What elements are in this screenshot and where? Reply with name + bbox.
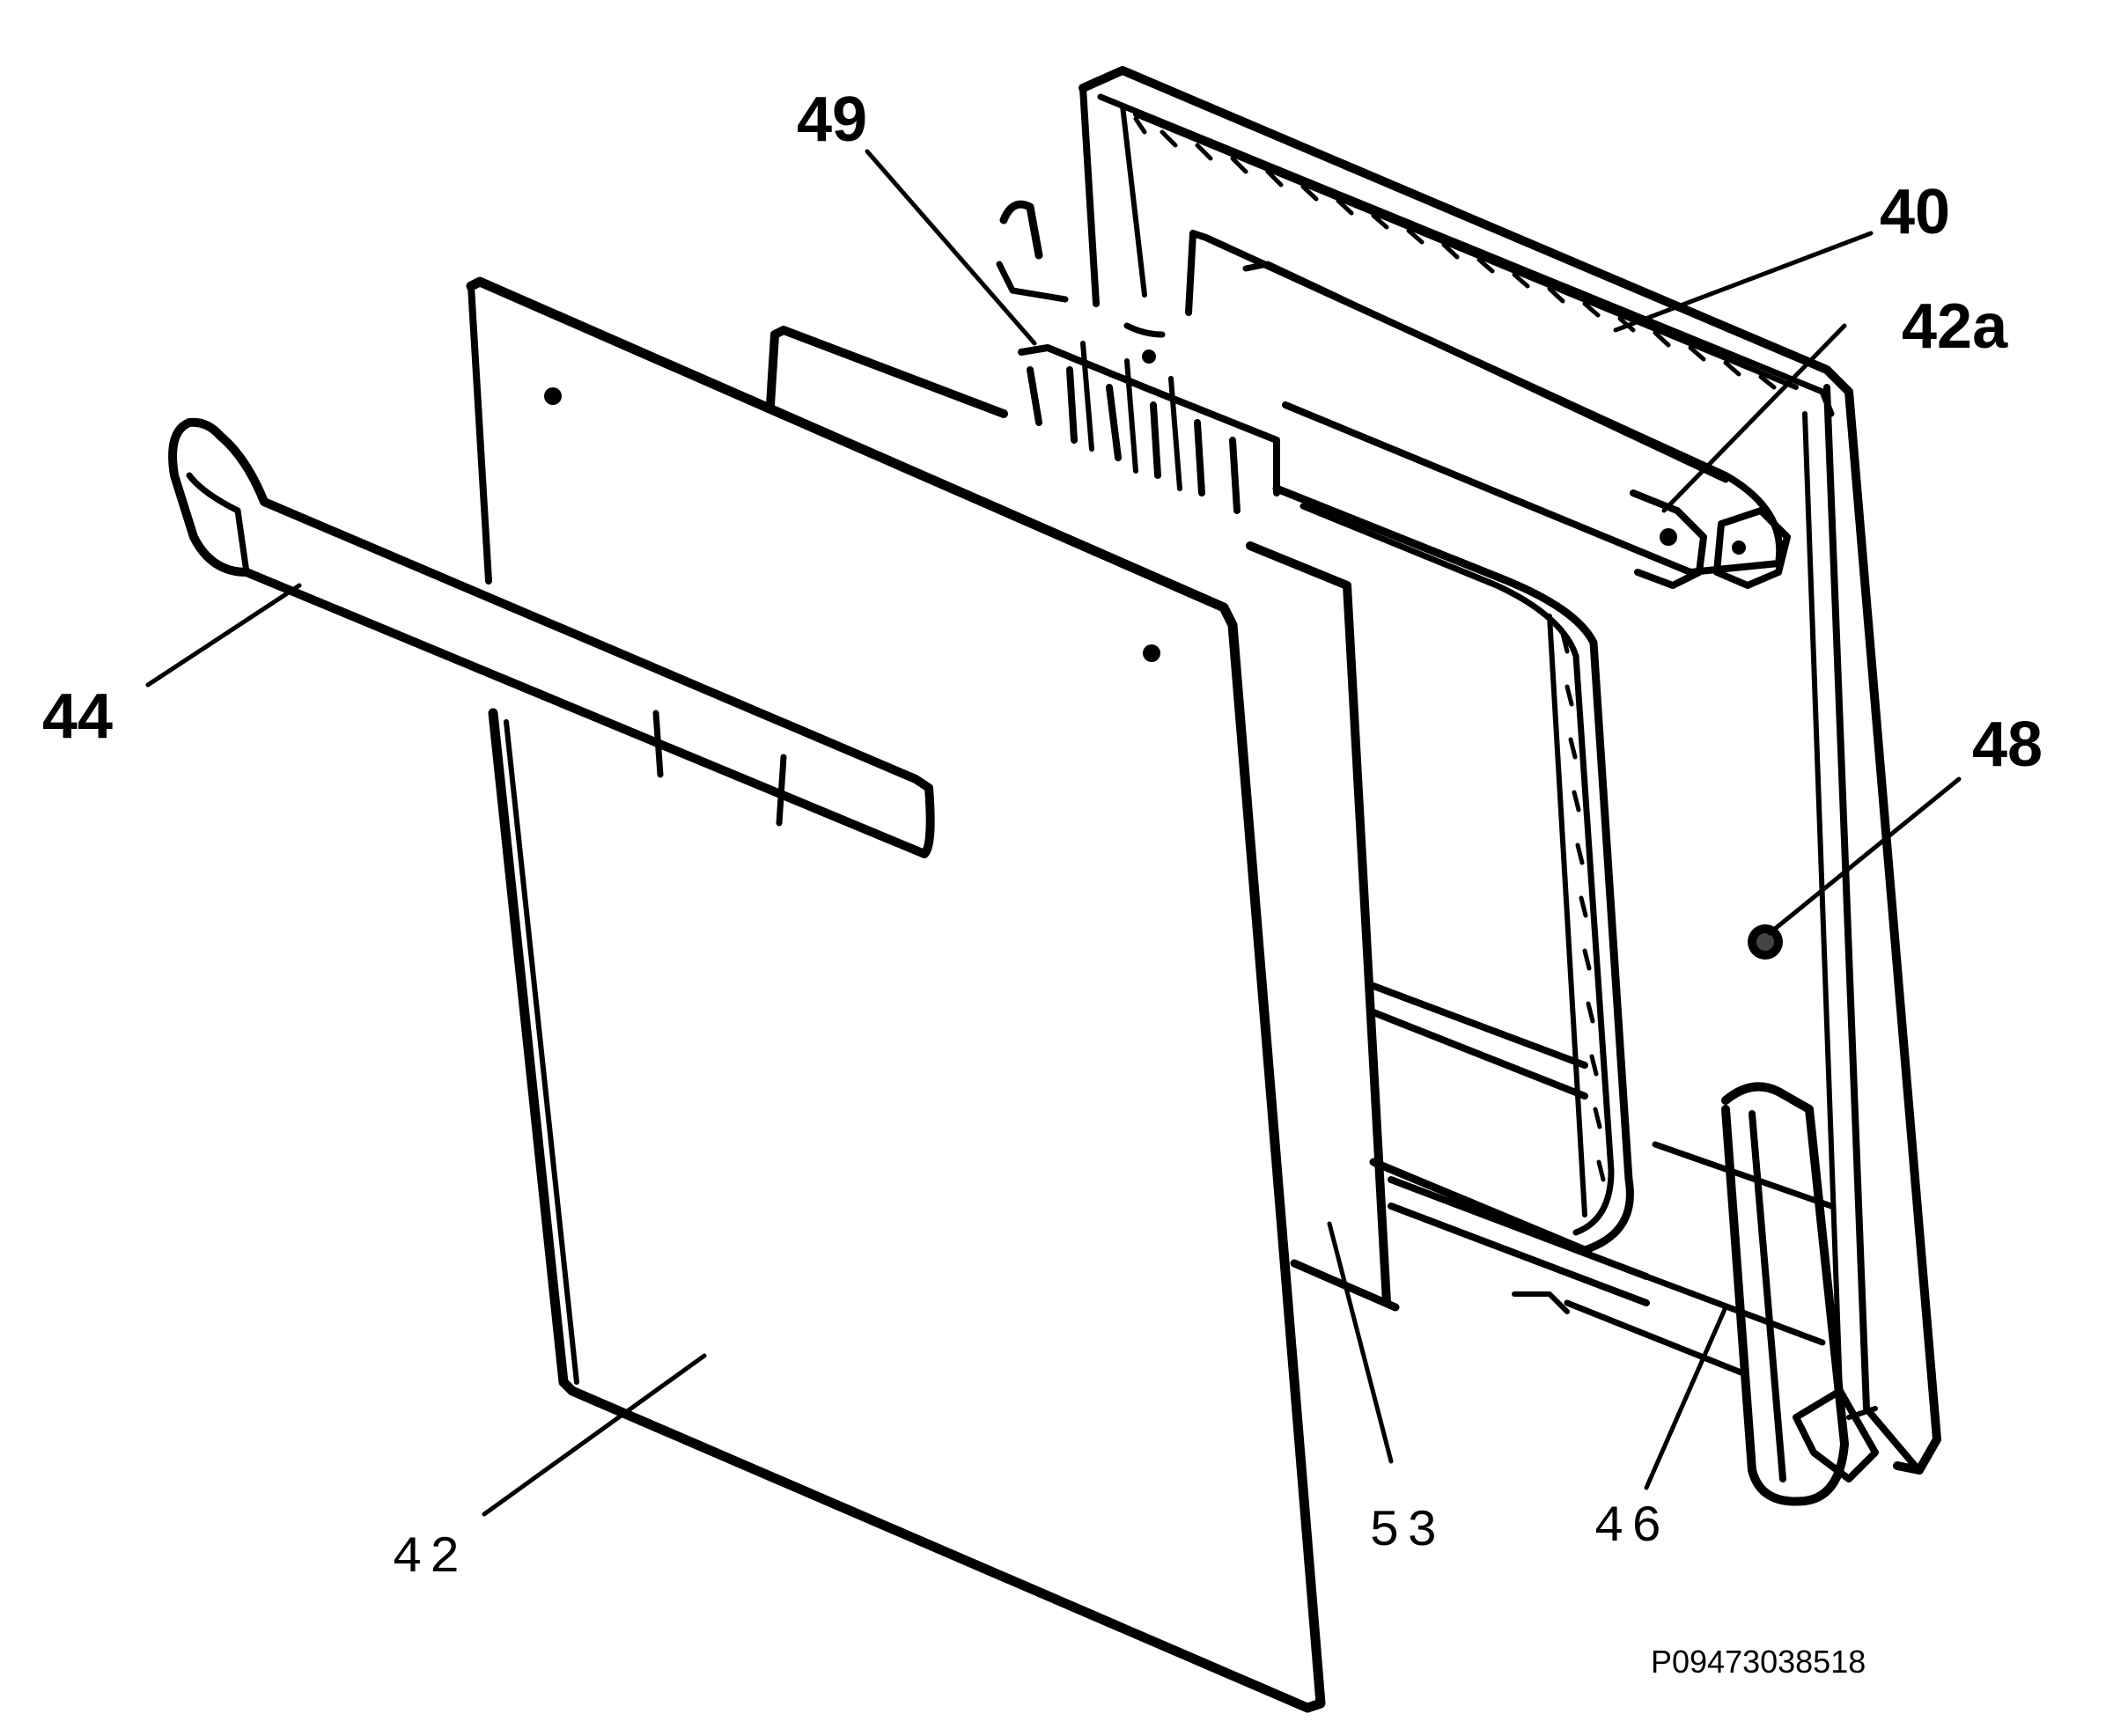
middle-panel xyxy=(766,326,1400,1312)
rear-door-frame xyxy=(1079,66,1941,1482)
leader-42 xyxy=(482,1353,707,1517)
label-48: 48 xyxy=(1972,710,2043,780)
leader-40 xyxy=(1613,231,1874,333)
label-42: 42 xyxy=(392,1530,468,1587)
reference-code: P09473038518 xyxy=(1651,1644,1866,1680)
label-46: 46 xyxy=(1594,1499,1669,1556)
label-44: 44 xyxy=(42,681,113,752)
bottom-hinge-arm xyxy=(1564,1082,1849,1506)
label-49: 49 xyxy=(797,85,867,155)
handle xyxy=(168,417,935,858)
leader-53 xyxy=(1327,1221,1394,1464)
part-labels: 49 40 42a 48 44 42 53 46 xyxy=(42,85,2043,1587)
label-40: 40 xyxy=(1880,177,1950,247)
label-42a: 42a xyxy=(1902,291,2008,362)
leader-46 xyxy=(1644,1305,1728,1490)
leader-lines xyxy=(145,149,1962,1517)
leader-49 xyxy=(865,149,1037,346)
leader-48 xyxy=(1767,776,1962,936)
leader-42a xyxy=(1661,323,1847,513)
front-panel xyxy=(466,276,1326,1713)
leader-44 xyxy=(145,583,302,688)
inner-glass-panel xyxy=(1272,484,1835,1346)
label-53: 53 xyxy=(1369,1504,1445,1561)
top-connector-assembly xyxy=(996,200,1280,514)
